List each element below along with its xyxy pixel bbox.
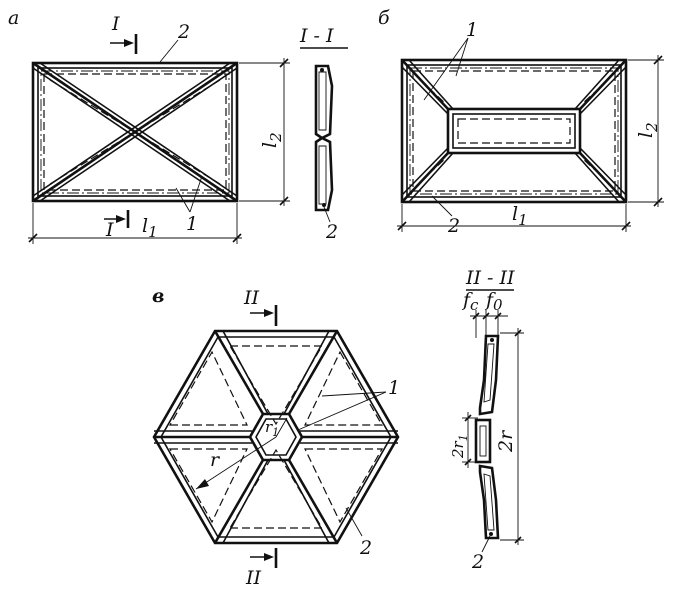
svg-text:2r: 2r bbox=[495, 429, 517, 453]
figure-a-callout-2: 2 bbox=[159, 21, 190, 63]
figure-v-section-callout-2: 2 bbox=[471, 551, 484, 573]
figure-v-section-mark-top: II bbox=[243, 287, 260, 309]
figure-a-dim-l1-label: l1 bbox=[142, 215, 158, 241]
figure-v-letter: в bbox=[152, 285, 164, 307]
figure-b-dim-l2: l2 bbox=[628, 55, 664, 207]
figure-b-dim-l2-label: l2 bbox=[635, 122, 661, 138]
figure-a-section-mark-top: I bbox=[111, 13, 120, 35]
figure-a-section-title: I - I bbox=[299, 25, 334, 47]
figure-b-panel bbox=[400, 58, 628, 204]
svg-text:f0: f0 bbox=[484, 289, 503, 314]
figure-v-callout-2: 2 bbox=[345, 507, 372, 559]
figure-v-section-mark-bottom: II bbox=[245, 567, 262, 589]
figure-v-callout-1: 1 bbox=[297, 377, 400, 431]
figure-v-section-cut-top: II bbox=[243, 287, 278, 326]
figure-v-dim-2r1: 2r1 bbox=[449, 412, 478, 468]
figure-a-section-cut-top: I bbox=[110, 13, 138, 54]
figure-b-callout-1: 1 bbox=[423, 19, 478, 101]
figure-a-callout-1: 1 bbox=[175, 175, 203, 235]
figure-v-section-cut-bottom: II bbox=[245, 548, 278, 589]
svg-text:2: 2 bbox=[177, 21, 190, 43]
svg-text:fc: fc bbox=[461, 289, 479, 314]
figure-a-dim-l2-label: l2 bbox=[259, 132, 285, 148]
figure-v: в bbox=[152, 267, 524, 589]
figure-v-radius-r: r bbox=[195, 436, 277, 490]
figure-a-section-cut-bottom: I bbox=[104, 210, 130, 241]
svg-text:2r1: 2r1 bbox=[449, 434, 470, 459]
figure-a-letter: а bbox=[8, 7, 19, 29]
figure-a: а I I bbox=[8, 7, 348, 244]
figure-a-dim-l2: l2 bbox=[239, 58, 290, 206]
figure-v-dim-fc-f0: fc f0 bbox=[461, 289, 508, 338]
figure-b-letter: б bbox=[378, 7, 390, 29]
figure-v-radius-r1: r1 bbox=[265, 417, 288, 439]
svg-text:r: r bbox=[210, 449, 221, 471]
figure-b-dim-l1-label: l1 bbox=[512, 203, 528, 229]
figure-v-section: II - II fc f0 2 bbox=[449, 267, 524, 573]
figure-a-panel bbox=[31, 61, 239, 203]
figure-a-section-callout-2: 2 bbox=[325, 221, 338, 243]
svg-text:1: 1 bbox=[186, 213, 198, 235]
figure-a-section-mark-bottom: I bbox=[105, 219, 114, 241]
figure-a-dim-l1: l1 bbox=[28, 203, 242, 244]
figure-b-dim-l1: l1 bbox=[397, 203, 631, 232]
figure-v-section-title: II - II bbox=[465, 267, 515, 289]
svg-text:1: 1 bbox=[466, 19, 478, 41]
figure-v-dim-2r: 2r bbox=[495, 328, 524, 545]
figure-b: б bbox=[378, 7, 664, 237]
svg-text:2: 2 bbox=[359, 537, 372, 559]
figure-a-section: I - I 2 bbox=[299, 25, 348, 243]
svg-text:r1: r1 bbox=[265, 418, 279, 439]
figure-v-panel bbox=[152, 329, 400, 545]
svg-text:1: 1 bbox=[388, 377, 400, 399]
